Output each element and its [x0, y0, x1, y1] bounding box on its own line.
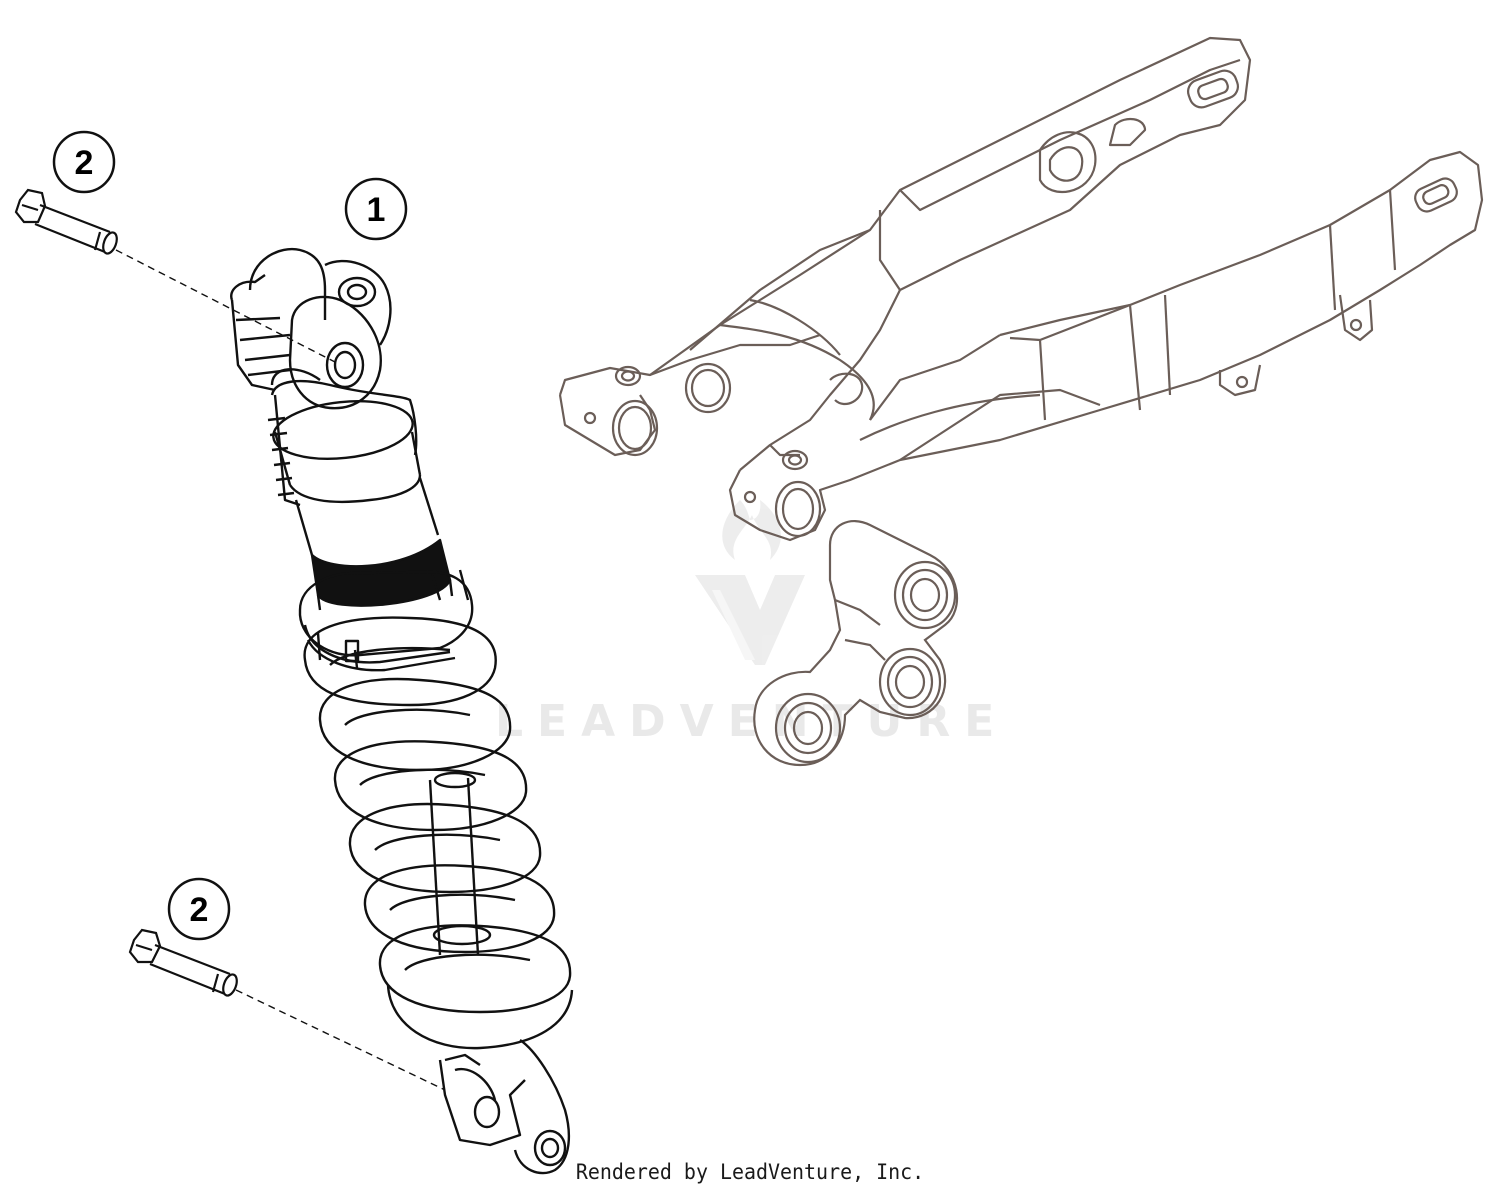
callout-label: 2	[75, 144, 94, 182]
bolt-bottom	[128, 928, 238, 997]
leader-lines	[115, 249, 446, 1091]
watermark-text: LEADVENTURE	[495, 696, 1008, 747]
shock-absorber	[230, 247, 574, 1175]
footer-credit: Rendered by LeadVenture, Inc.	[575, 1160, 925, 1184]
callout-bolt-top[interactable]: 2	[52, 130, 116, 194]
swingarm	[558, 36, 1484, 542]
callout-label: 1	[367, 191, 386, 229]
bolt-top	[14, 188, 118, 255]
callout-label: 2	[190, 891, 209, 929]
callout-bolt-bottom[interactable]: 2	[167, 877, 231, 941]
callout-shock-absorber[interactable]: 1	[344, 177, 408, 241]
linkage-link	[753, 520, 959, 767]
